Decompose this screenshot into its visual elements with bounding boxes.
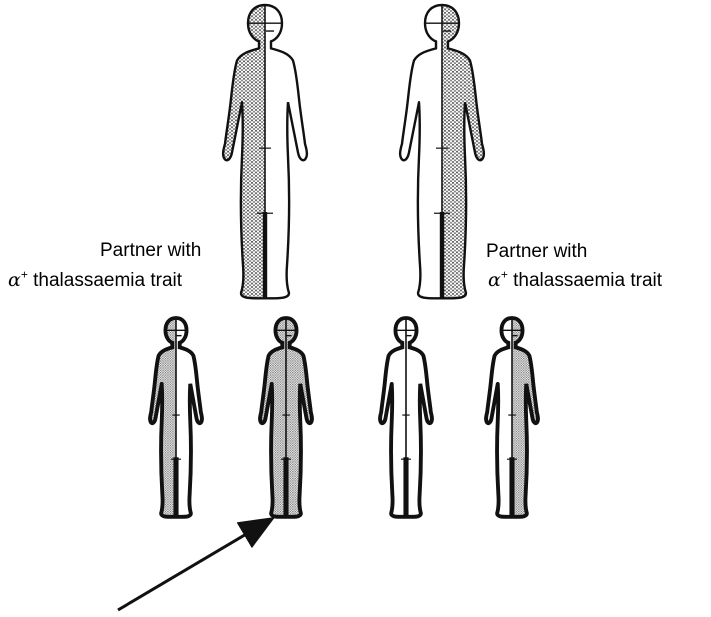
superscript-plus: + (501, 268, 508, 282)
right-partner-label-line1: Partner with (486, 240, 587, 264)
right-partner-label-line2: α+ thalassaemia trait (488, 268, 662, 293)
superscript-plus: + (21, 268, 28, 282)
child-3-figure (380, 318, 432, 517)
pointer-arrow-icon (118, 520, 270, 610)
left-partner-figure (215, 5, 307, 300)
left-partner-label-line1: Partner with (100, 239, 201, 263)
right-partner-figure (400, 5, 492, 300)
alpha-symbol: α (8, 269, 21, 291)
right-partner-title: Partner with (486, 241, 587, 262)
figures-layer (145, 5, 543, 518)
child-2-figure (255, 318, 317, 518)
left-partner-label-line2: α+ thalassaemia trait (8, 268, 182, 293)
left-partner-trait: thalassaemia trait (28, 270, 182, 291)
right-partner-trait: thalassaemia trait (508, 270, 662, 291)
left-partner-title: Partner with (100, 240, 201, 261)
child-1-figure (145, 318, 202, 518)
child-4-figure (486, 318, 543, 518)
alpha-symbol: α (488, 269, 501, 291)
